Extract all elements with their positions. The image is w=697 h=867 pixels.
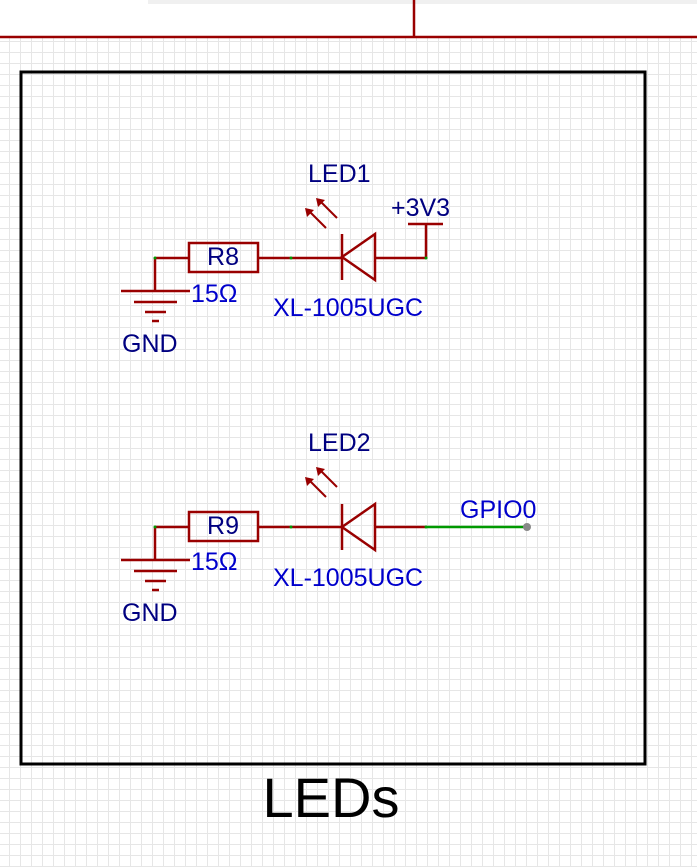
led-part-number: XL-1005UGC [273, 294, 423, 322]
resistor-designator: R9 [207, 512, 239, 540]
led-designator: LED1 [308, 160, 371, 188]
led-circuit-2[interactable]: GND R9 15Ω LED2 XL-1005UGC GPIO0 [121, 429, 536, 627]
ground-label: GND [122, 599, 178, 627]
sheet-title: LEDs [263, 766, 400, 829]
net-endpoint[interactable] [523, 523, 531, 531]
led-part-number: XL-1005UGC [273, 564, 423, 592]
resistor-value: 15Ω [191, 548, 238, 576]
sheet-frame [19, 70, 647, 766]
light-emission-arrows-icon [305, 467, 338, 498]
resistor-designator: R8 [207, 243, 239, 271]
header-strip [0, 0, 697, 36]
resistor-r8[interactable] [155, 241, 342, 274]
junction-dots [153, 525, 428, 529]
ground-label: GND [122, 330, 178, 358]
resistor-r9[interactable] [155, 510, 342, 543]
resistor-value: 15Ω [191, 280, 238, 308]
ground-symbol[interactable] [121, 258, 190, 323]
led-symbol[interactable] [305, 467, 426, 553]
power-port-symbol[interactable] [408, 222, 443, 258]
net-label: GPIO0 [460, 496, 536, 524]
led-designator: LED2 [308, 429, 371, 457]
ground-symbol[interactable] [121, 527, 190, 592]
light-emission-arrows-icon [305, 198, 338, 229]
led-symbol[interactable] [305, 198, 426, 283]
power-port-label: +3V3 [391, 194, 450, 222]
header-tab-edge [148, 0, 697, 4]
led-circuit-1[interactable]: GND R8 15Ω LED1 XL-1005UGC +3V3 [121, 160, 450, 358]
junction-dots [153, 256, 428, 260]
